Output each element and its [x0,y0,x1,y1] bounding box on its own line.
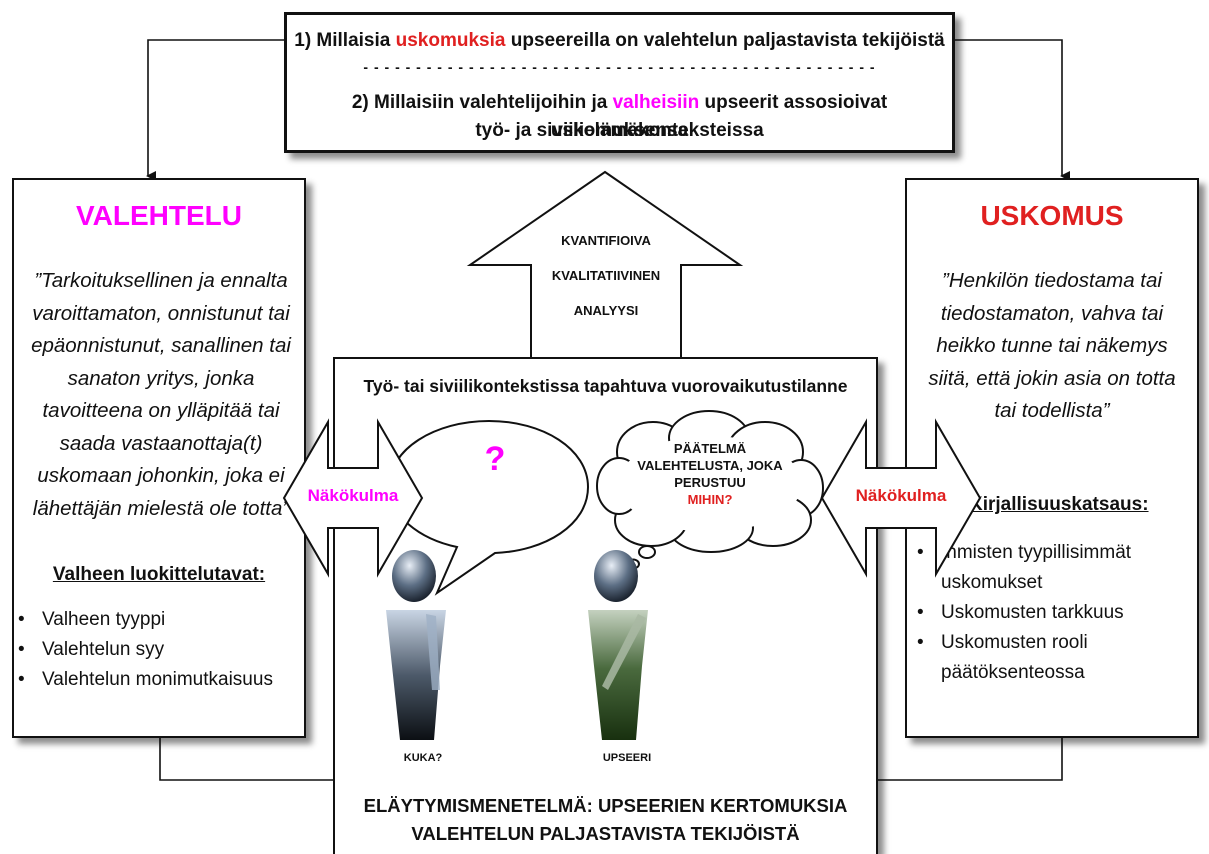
right-perspective-label: Näkökulma [855,486,947,505]
thought-cloud [596,410,824,578]
question-2: 2) Millaisiin valehtelijoihin ja valheis… [287,89,952,145]
left-perspective-arrow [282,418,424,578]
thought-text: PÄÄTELMÄ VALEHTELUSTA, JOKA PERUSTUU MIH… [620,440,800,508]
figure-label-kuka: KUKA? [403,752,443,764]
analysis-label: KVANTIFIOIVA KVALITATIIVINEN ANALYYSI [531,223,681,328]
valehtelu-definition: ”Tarkoituksellinen ja ennalta varoittama… [31,269,291,520]
list-item: Ihmisten tyypillisimmät uskomukset [913,538,1187,598]
analysis-line-3: ANALYYSI [573,303,639,318]
connector-left [146,39,284,181]
figure-label-upseeri: UPSEERI [602,752,652,764]
list-item: Uskomusten tarkkuus [913,598,1187,628]
thought-line-2: VALEHTELUSTA, JOKA [637,458,783,473]
method-line-1: ELÄYTYMISMENETELMÄ: UPSEERIEN KERTOMUKSI… [363,795,848,816]
question-2-suffix: upseerit assosioivat uskomuksensa [550,92,888,141]
list-item: Valehtelun syy [14,635,298,665]
question-1-highlight: uskomuksia [395,30,506,51]
list-item: Valehtelun monimutkaisuus [14,665,298,695]
question-2-prefix: 2) Millaisiin valehtelijoihin ja [351,92,613,113]
person-figure-officer [588,550,648,740]
right-perspective-arrow [820,418,982,578]
question-2-continued: työ- ja siviilielämäkonteksteissa [475,120,764,141]
question-1-suffix: upseereilla on valehtelun paljastavista … [505,30,945,51]
thought-line-4: MIHIN? [687,492,733,507]
uskomus-subheading: Kirjallisuuskatsaus: [969,494,1149,515]
method-line-2: VALEHTELUN PALJASTAVISTA TEKIJÖISTÄ [411,823,800,844]
analysis-line-1: KVANTIFIOIVA [561,233,651,248]
thought-line-3: PERUSTUU [674,475,746,490]
question-divider: - - - - - - - - - - - - - - - - - - - - … [363,59,876,75]
question-2-highlight: valheisiin [612,92,700,113]
method-text: ELÄYTYMISMENETELMÄ: UPSEERIEN KERTOMUKSI… [333,792,878,848]
interaction-title: Työ- tai siviilikontekstissa tapahtuva v… [363,376,848,396]
list-item: Valheen tyyppi [14,605,298,635]
valehtelu-subheading: Valheen luokittelutavat: [52,564,266,585]
uskomus-list: Ihmisten tyypillisimmät uskomukset Uskom… [913,538,1187,688]
person-figure-left [386,550,446,740]
valehtelu-list: Valheen tyyppi Valehtelun syy Valehtelun… [14,605,298,695]
speech-bubble [387,419,590,596]
speech-question-mark: ? [484,440,506,478]
research-questions-box: 1) Millaisia uskomuksia upseereilla on v… [284,12,955,153]
uskomus-title: USKOMUS [980,200,1124,231]
question-1-prefix: 1) Millaisia [294,30,396,51]
thought-line-1: PÄÄTELMÄ [673,441,747,456]
list-item: Uskomusten rooli päätöksenteossa [913,628,1187,688]
valehtelu-title: VALEHTELU [76,200,242,231]
connector-right [954,39,1070,181]
uskomus-definition: ”Henkilön tiedostama tai tiedostamaton, … [928,269,1176,422]
question-1: 1) Millaisia uskomuksia upseereilla on v… [287,27,952,55]
left-perspective-label: Näkökulma [307,486,399,505]
analysis-line-2: KVALITATIIVINEN [551,268,661,283]
valehtelu-box: VALEHTELU ”Tarkoituksellinen ja ennalta … [12,178,306,738]
